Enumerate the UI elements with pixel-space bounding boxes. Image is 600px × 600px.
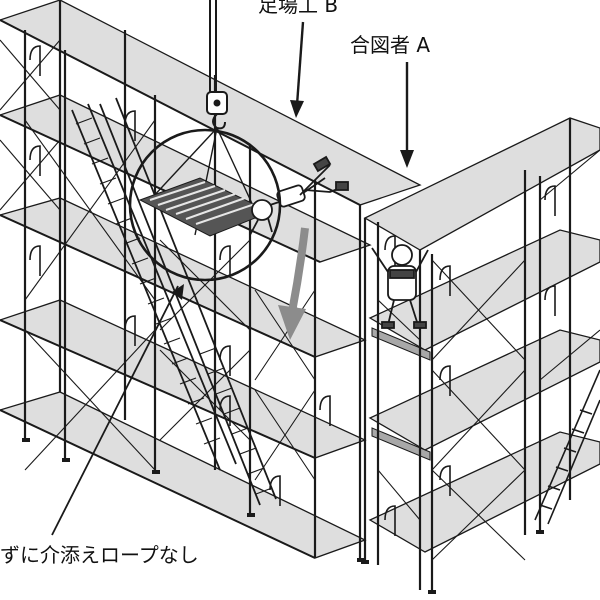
left-cross-braces <box>0 39 316 481</box>
scaffold-ladder <box>71 97 277 506</box>
arrow-up-icon <box>172 284 184 300</box>
label-caption: ずに介添えロープなし <box>0 543 199 567</box>
highlight-circle <box>128 128 282 282</box>
right-scaffold-decks <box>363 117 600 553</box>
arrow-down-icon <box>400 150 414 168</box>
worker-a-figure <box>371 244 429 329</box>
right-base-plates <box>361 530 544 594</box>
caption-pointer <box>51 284 184 536</box>
right-frame-arcs <box>384 185 556 536</box>
arrow-down-icon <box>290 100 304 118</box>
right-ladder <box>534 369 600 525</box>
right-scaffold-frame <box>361 117 600 594</box>
right-cross-braces <box>377 149 600 561</box>
label-signaler-a: 合図者 A <box>350 33 430 57</box>
fall-direction-arrow-icon <box>278 227 309 340</box>
right-dark-planks <box>371 327 431 461</box>
right-standards <box>363 118 572 594</box>
label-arrows <box>290 21 414 168</box>
label-worker-b: 足場工 B <box>258 0 338 17</box>
worker-b-figure <box>249 155 349 236</box>
